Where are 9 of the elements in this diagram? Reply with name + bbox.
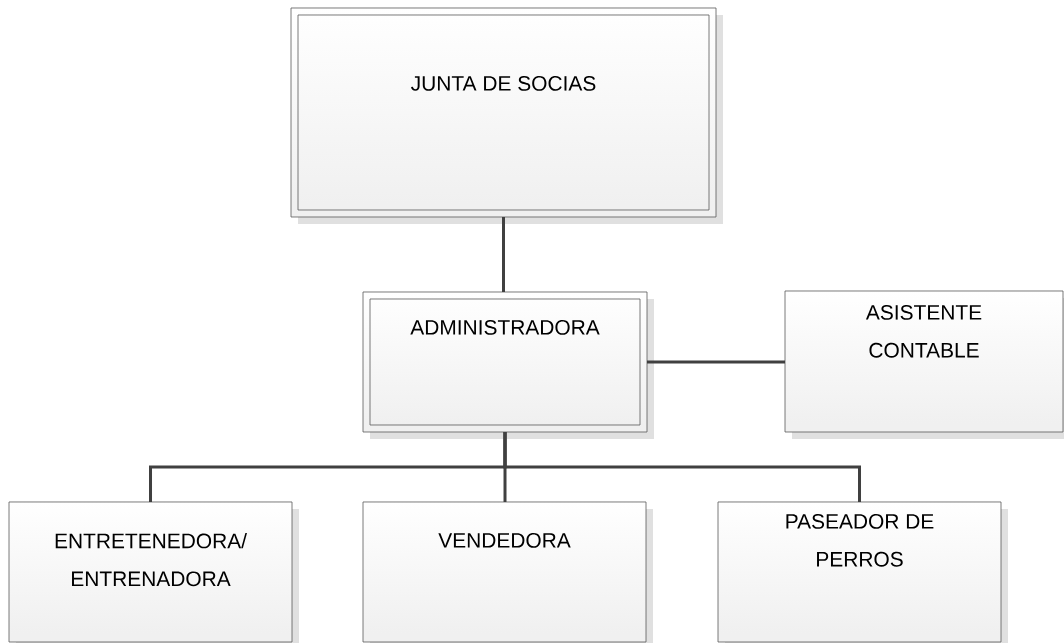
org-box: PASEADOR DE PERROS xyxy=(717,501,1008,643)
org-box: ENTRETENEDORA/ ENTRENADORA xyxy=(8,501,299,643)
connector-line xyxy=(502,217,505,292)
org-box: VENDEDORA xyxy=(362,501,653,643)
connector-line xyxy=(503,432,861,502)
org-box: ADMINISTRADORA xyxy=(362,291,654,439)
org-box: ASISTENTE CONTABLE xyxy=(784,290,1064,439)
org-box: JUNTA DE SOCIAS xyxy=(290,7,723,224)
connector-line xyxy=(647,360,785,364)
